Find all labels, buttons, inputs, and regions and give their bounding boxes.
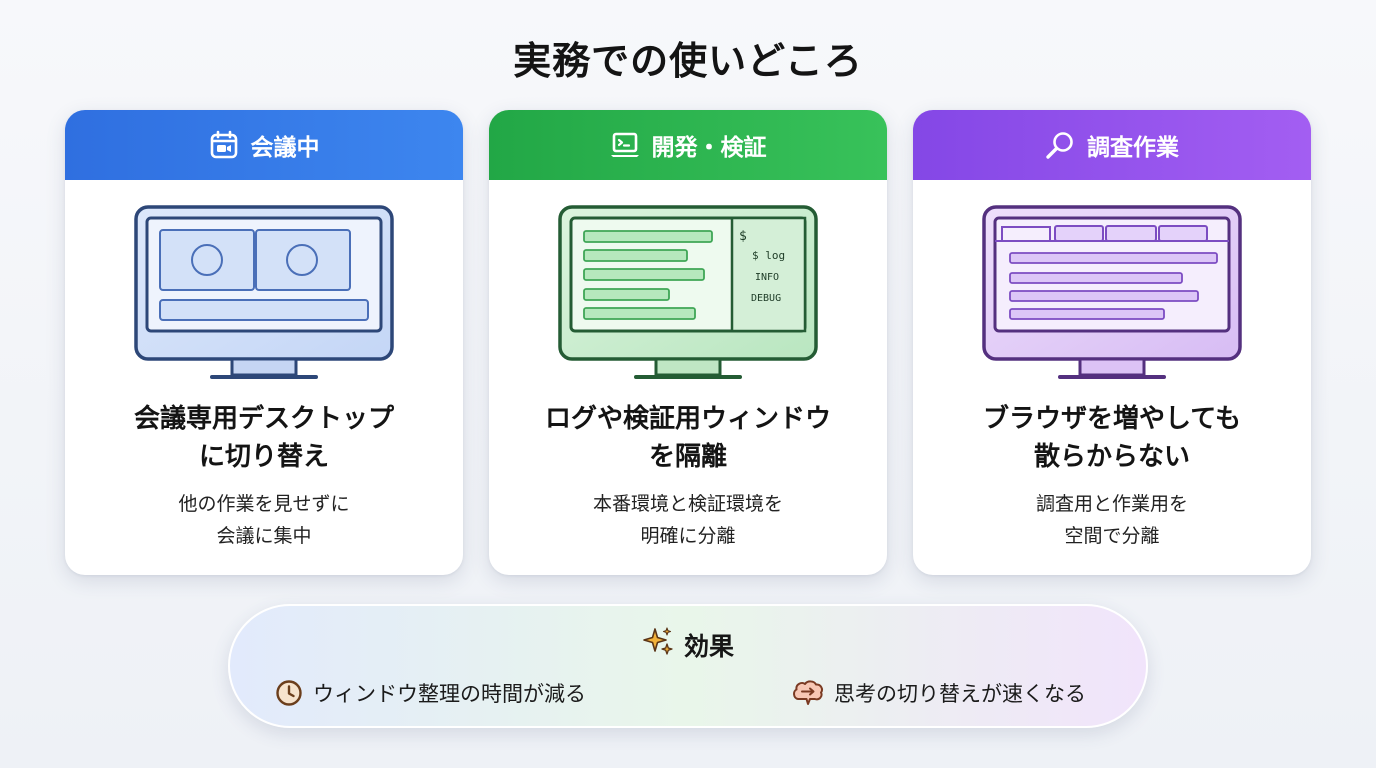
card-header-label: 会議中: [250, 135, 320, 161]
terminal-prompt: $: [739, 229, 747, 244]
card-header-label: 開発・検証: [651, 135, 767, 161]
card-development: 開発・検証 $ $ log INFO DEBUG: [489, 110, 887, 575]
clock-icon: [275, 679, 303, 707]
magnifier-icon: [1045, 130, 1075, 160]
card-header-research: 調査作業: [913, 110, 1311, 180]
brain-switch-icon: [792, 679, 824, 707]
card-headline: ログや検証用ウィンドウ を隔離: [544, 404, 831, 472]
page-title: 実務での使いどころ: [513, 39, 863, 83]
card-description: 本番環境と検証環境を 明確に分離: [592, 493, 783, 547]
card-description: 他の作業を見せずに 会議に集中: [178, 493, 350, 547]
monitor-terminal-illustration: $ $ log INFO DEBUG: [558, 205, 818, 380]
sparkles-icon: [642, 626, 674, 664]
card-headline: ブラウザを増やしても 散らからない: [983, 404, 1241, 472]
card-header-development: 開発・検証: [489, 110, 887, 180]
terminal-line-debug: DEBUG: [751, 293, 781, 304]
terminal-laptop-icon: [610, 130, 640, 160]
monitor-browser-tabs-illustration: [982, 205, 1242, 380]
terminal-command: $ log: [752, 249, 785, 262]
card-meeting: 会議中 会議専用デスクトップ に切り替え: [65, 110, 463, 575]
effect-title: 効果: [230, 626, 1146, 664]
effect-item-thinking: 思考の切り替えが速くなる: [792, 678, 1086, 708]
terminal-line-info: INFO: [755, 272, 779, 283]
effect-item-time: ウィンドウ整理の時間が減る: [275, 678, 586, 708]
card-header-meeting: 会議中: [65, 110, 463, 180]
card-description: 調査用と作業用を 空間で分離: [1035, 493, 1188, 547]
monitor-video-call-illustration: [134, 205, 394, 380]
card-header-label: 調査作業: [1087, 135, 1179, 161]
effect-panel: 効果 ウィンドウ整理の時間が減る 思考の切り替えが速くなる: [228, 604, 1148, 728]
card-research: 調査作業: [913, 110, 1311, 575]
calendar-video-icon: [209, 130, 239, 160]
card-headline: 会議専用デスクトップ に切り替え: [133, 404, 394, 472]
